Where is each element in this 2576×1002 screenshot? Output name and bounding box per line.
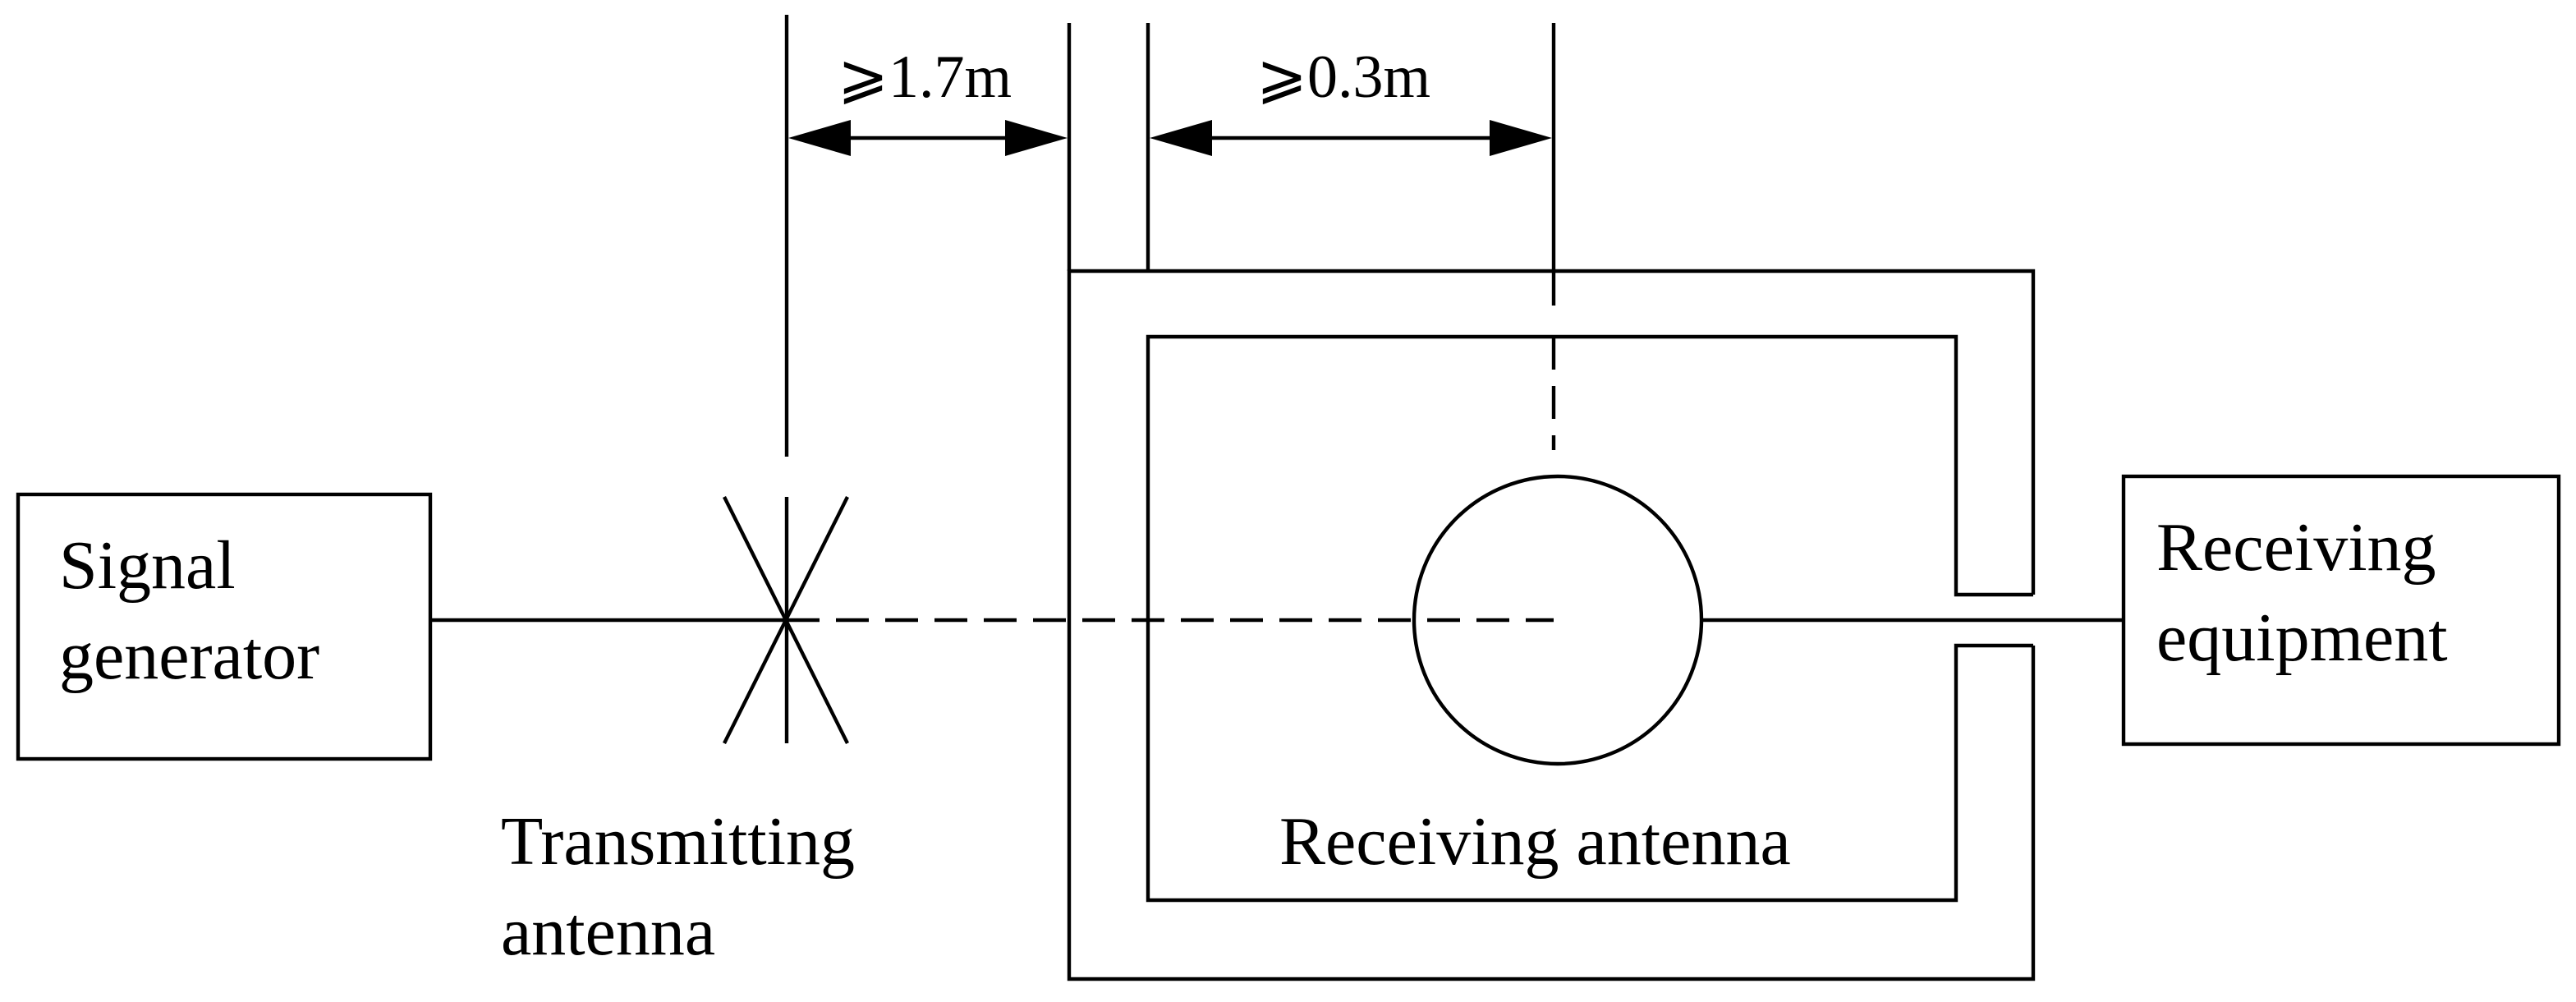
enclosure-inner-wall-upper — [1146, 334, 2033, 903]
antenna-element-diag-2 — [723, 496, 849, 744]
receiving-equipment-box — [2121, 474, 2561, 747]
enclosure-outer-wall-upper — [1067, 269, 2036, 981]
signal-generator: Signal generator — [16, 492, 433, 761]
signal-generator-box — [16, 492, 433, 761]
receiving-equipment-label-line1: Receiving — [2156, 509, 2436, 586]
dimension-label-0-3m: ⩾0.3m — [1256, 44, 1430, 111]
dimension-label-1-7m: ⩾1.7m — [838, 44, 1012, 111]
arrowhead-right-0-3m — [1490, 120, 1552, 156]
arrowhead-left-0-3m — [1150, 120, 1212, 156]
signal-generator-label-line2: generator — [59, 618, 319, 694]
dimension-0-3m: ⩾0.3m — [1150, 44, 1552, 156]
receiving-equipment-label-line2: equipment — [2156, 600, 2448, 676]
arrowhead-left-1-7m — [788, 120, 851, 156]
transmitting-antenna-label-line2: antenna — [501, 894, 715, 970]
signal-generator-label-line1: Signal — [59, 527, 236, 604]
shielded-enclosure — [1067, 269, 2036, 981]
transmitting-antenna-label-line1: Transmitting — [501, 803, 855, 880]
receiving-equipment: Receiving equipment — [2121, 474, 2561, 747]
arrowhead-right-1-7m — [1005, 120, 1068, 156]
receiving-antenna: Receiving antenna — [1279, 474, 1791, 880]
dimension-1-7m: ⩾1.7m — [788, 44, 1068, 156]
receiving-antenna-label: Receiving antenna — [1279, 803, 1791, 880]
transmitting-antenna: Transmitting antenna — [501, 496, 855, 970]
